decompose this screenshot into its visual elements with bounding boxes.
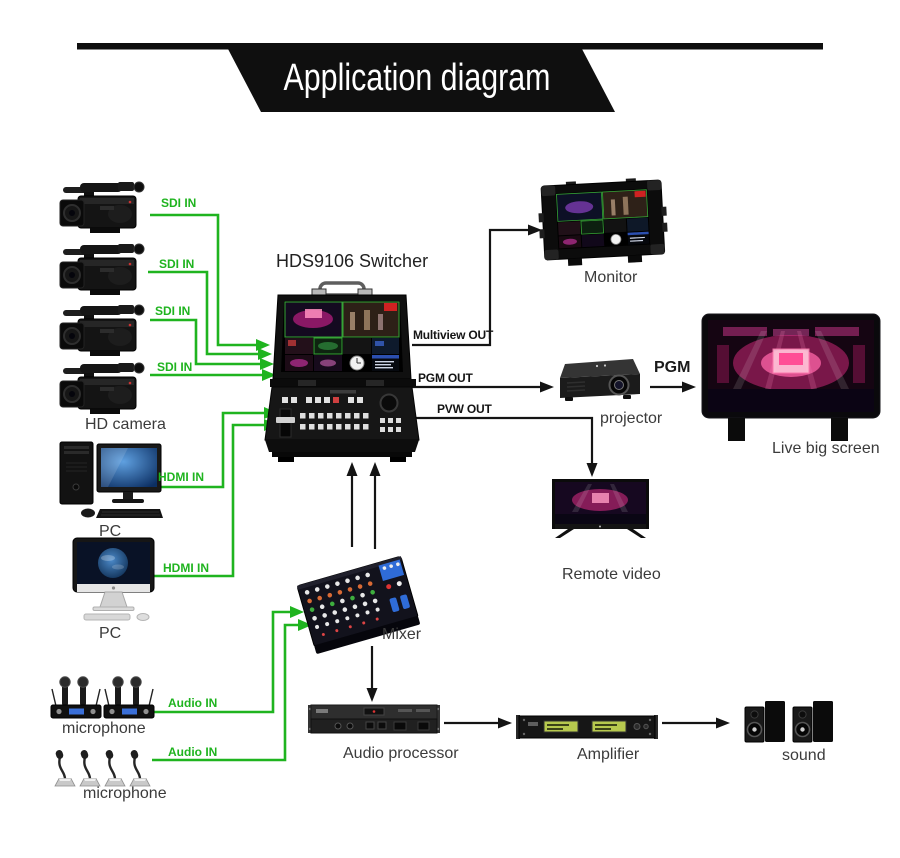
live-big-screen-label: Live big screen	[772, 440, 880, 457]
hd-camera-1	[59, 181, 145, 234]
sdi-in-label-2: SDI IN	[159, 257, 195, 271]
switcher-device	[264, 281, 420, 462]
hdmi-in-label-2: HDMI IN	[163, 561, 209, 575]
hdmi-in-line-2	[152, 419, 278, 578]
multiview-out-line	[412, 224, 542, 347]
audio-processor-label: Audio processor	[343, 745, 459, 762]
pgm-label: PGM	[654, 359, 691, 376]
sdi-in-line-3	[150, 318, 274, 370]
pc-imac-label: PC	[99, 625, 122, 642]
projector-device	[560, 359, 640, 401]
remote-video-device	[552, 479, 649, 538]
pvw-out-line	[412, 416, 598, 477]
banner-rule	[77, 43, 823, 50]
projector-label: projector	[600, 410, 663, 427]
switcher-title: HDS9106 Switcher	[276, 251, 429, 271]
pc-imac-device	[72, 537, 155, 621]
microphone-wireless-1	[50, 676, 102, 719]
sdi-in-line-1	[150, 213, 270, 351]
hdmi-in-line-1	[152, 407, 278, 489]
microphone-wireless-2	[103, 676, 155, 719]
banner-parallelogram	[228, 49, 615, 112]
monitor-device	[538, 178, 668, 266]
audio-processor-device	[308, 704, 440, 734]
microphone-gooseneck-1	[53, 747, 77, 788]
hd-camera-3	[59, 304, 145, 357]
live-big-screen-device	[701, 313, 881, 441]
pc-desktop-label: PC	[99, 523, 122, 540]
microphone-wireless-label: microphone	[62, 720, 146, 737]
mixer-label: Mixer	[382, 626, 422, 643]
sound-label: sound	[782, 747, 826, 764]
microphone-gooseneck-2	[78, 747, 102, 788]
hd-camera-4	[59, 362, 145, 415]
multiview-out-label: Multiview OUT	[413, 328, 494, 342]
sdi-in-line-2	[148, 270, 272, 360]
monitor-label: Monitor	[584, 269, 638, 286]
title-banner	[77, 43, 823, 112]
pvw-out-label: PVW OUT	[437, 402, 492, 416]
hd-camera-label: HD camera	[85, 416, 166, 433]
audio-in-line-2	[152, 619, 312, 762]
audio-in-label-1: Audio IN	[168, 696, 218, 710]
audio-in-label-2: Audio IN	[168, 745, 218, 759]
audio-in-line-1	[150, 606, 304, 714]
microphone-gooseneck-3	[103, 747, 127, 788]
sdi-in-label-3: SDI IN	[155, 304, 191, 318]
amplifier-device	[516, 715, 658, 739]
pc-desktop-device	[59, 441, 163, 518]
page-title: Application diagram	[283, 57, 551, 99]
sdi-in-label-4: SDI IN	[157, 360, 193, 374]
sdi-in-label-1: SDI IN	[161, 196, 197, 210]
hdmi-in-label-1: HDMI IN	[158, 470, 204, 484]
microphone-gooseneck-4	[128, 747, 152, 788]
microphone-gooseneck-label: microphone	[83, 785, 167, 802]
hd-camera-2	[59, 243, 145, 296]
amplifier-label: Amplifier	[577, 746, 640, 763]
mixer-device	[296, 556, 420, 654]
sound-speakers	[744, 700, 834, 743]
remote-video-label: Remote video	[562, 566, 661, 583]
pgm-out-label: PGM OUT	[418, 371, 473, 385]
